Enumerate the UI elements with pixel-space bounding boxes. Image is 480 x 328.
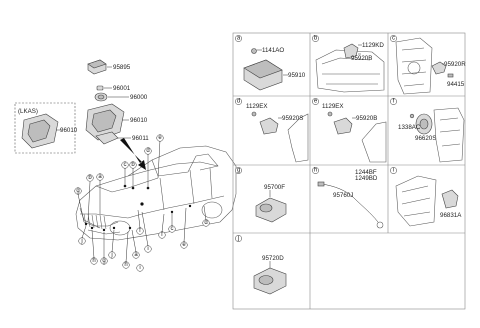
- callout-d: d: [146, 148, 149, 154]
- callout-j2: j: [110, 252, 112, 258]
- panel-e-letter: e: [314, 99, 318, 105]
- callout-b: b: [131, 162, 135, 168]
- panel-f-part-2: 96620S: [415, 135, 436, 142]
- panel-d-letter: d: [237, 99, 240, 105]
- part-96001: 96001: [96, 85, 131, 92]
- label-95895: 95895: [113, 64, 131, 71]
- panel-b-part-1: 1129KD: [362, 42, 384, 49]
- panel-grid: [232, 32, 466, 310]
- panel-h-part-1: 1244BF: [355, 169, 377, 176]
- panel-h-part-2: 1249BD: [355, 175, 378, 182]
- panel-c-letter: c: [392, 36, 395, 42]
- panel-a-part-1: 1141AO: [262, 47, 284, 54]
- label-96000: 96000: [130, 94, 148, 101]
- callout-a: a: [98, 174, 102, 180]
- callout-c2: c: [171, 226, 174, 232]
- callout-e2: e: [182, 242, 186, 248]
- callout-f: f: [139, 228, 141, 234]
- panel-f-part-1: 1338AC: [398, 124, 421, 131]
- panel-j-part-1: 95720D: [262, 255, 284, 262]
- left-diagram: 95895 96001 96000 96010 96011: [14, 59, 237, 272]
- callouts: e d c b b a g d c e f f j: [74, 134, 210, 272]
- panel-g-part-1: 95700F: [264, 184, 285, 191]
- label-96011: 96011: [132, 135, 149, 142]
- panel-d: d 1129EX 95920S: [235, 98, 309, 163]
- camera-pointer-arrow: [120, 138, 146, 170]
- part-96010-top: 96010: [85, 103, 148, 141]
- callout-c: c: [124, 162, 127, 168]
- callout-f2: f: [161, 232, 163, 238]
- panel-f-letter: f: [393, 99, 395, 105]
- panel-c: c 95920R 94415: [390, 35, 466, 95]
- panel-j: j 95720D: [235, 235, 287, 295]
- panel-b: b 1129KD 95920B: [312, 35, 384, 93]
- lkas-label: (LKAS): [18, 108, 38, 115]
- panel-g-letter: g: [237, 168, 240, 174]
- car-outline: [75, 145, 237, 241]
- panel-e: e 1129EX 95920B: [312, 98, 387, 163]
- label-96010-lkas: 96010: [60, 127, 78, 134]
- part-95895: 95895: [87, 59, 131, 75]
- callout-g3: h: [124, 262, 127, 268]
- panel-d-part-2: 95920S: [282, 115, 303, 122]
- panel-a: a 1141AO 95910: [235, 35, 306, 91]
- panel-b-part-2: 95920B: [351, 55, 372, 62]
- panel-g: g 95700F: [235, 167, 287, 223]
- panel-a-letter: a: [237, 36, 241, 42]
- callout-a2: a: [134, 252, 138, 258]
- panel-h-letter: h: [314, 168, 317, 174]
- panel-b-letter: b: [314, 36, 318, 42]
- lkas-box: (LKAS) 96010: [14, 102, 78, 154]
- panel-f: f 1338AC 96620S: [390, 98, 465, 163]
- panel-h: h 1244BF 1249BD 95760J: [312, 167, 384, 229]
- callout-g2: g: [102, 258, 105, 264]
- callout-g: g: [76, 188, 79, 194]
- panel-i-part-1: 96831A: [440, 212, 462, 219]
- panel-d-part-1: 1129EX: [246, 103, 268, 110]
- callout-j: j: [80, 238, 82, 244]
- panel-i: i 96831A: [390, 167, 462, 227]
- callout-h: h: [92, 258, 95, 264]
- panel-h-part-3: 95760J: [333, 192, 353, 199]
- panel-c-part-2: 94415: [447, 81, 465, 88]
- callout-leaders: [77, 139, 207, 263]
- panel-c-part-1: 95920R: [444, 61, 466, 68]
- label-96001: 96001: [113, 85, 131, 92]
- callout-b3: i: [147, 246, 148, 252]
- sensor-dots: [84, 184, 192, 232]
- part-96000: 96000: [94, 92, 148, 102]
- callout-i: i: [139, 265, 140, 271]
- callout-d2: d: [204, 220, 207, 226]
- panel-e-part-2: 95920B: [356, 115, 377, 122]
- panel-i-letter: i: [393, 168, 394, 174]
- panel-a-part-2: 95910: [288, 72, 306, 79]
- panel-j-letter: j: [237, 236, 239, 242]
- callout-e: e: [158, 135, 162, 141]
- panel-e-part-1: 1129EX: [322, 103, 344, 110]
- label-96010-top: 96010: [130, 117, 148, 124]
- callout-b2: b: [88, 175, 92, 181]
- part-96011: 96011: [95, 131, 149, 145]
